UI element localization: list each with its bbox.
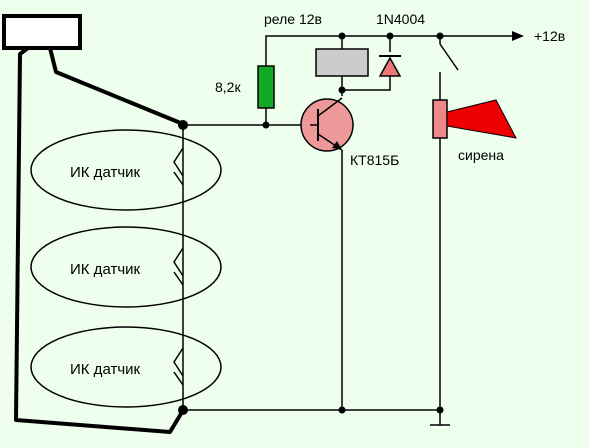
sensor-label: ИК датчик [70,361,141,378]
diode-icon [378,55,402,77]
transistor-label: КТ815Б [350,152,399,168]
relay-label: реле 12в [264,11,322,27]
loop-wire [14,46,185,434]
sensor-label: ИК датчик [70,261,141,278]
diode-label: 1N4004 [376,11,425,27]
siren-icon [432,99,517,139]
siren-label: сирена [458,147,504,163]
resistor [257,65,275,109]
transistor-icon [300,97,354,152]
sensor-group-1 [30,129,222,211]
relay-coil [315,48,369,77]
resistor-label: 8,2к [215,79,241,95]
control-box [2,14,82,50]
supply-arrow-icon [512,31,524,41]
sensor-label: ИК датчик [70,164,141,181]
sensor-group-2 [30,226,222,308]
supply-label: +12в [534,28,565,44]
sensor-group-3 [30,326,222,408]
junction-dots [178,32,444,415]
